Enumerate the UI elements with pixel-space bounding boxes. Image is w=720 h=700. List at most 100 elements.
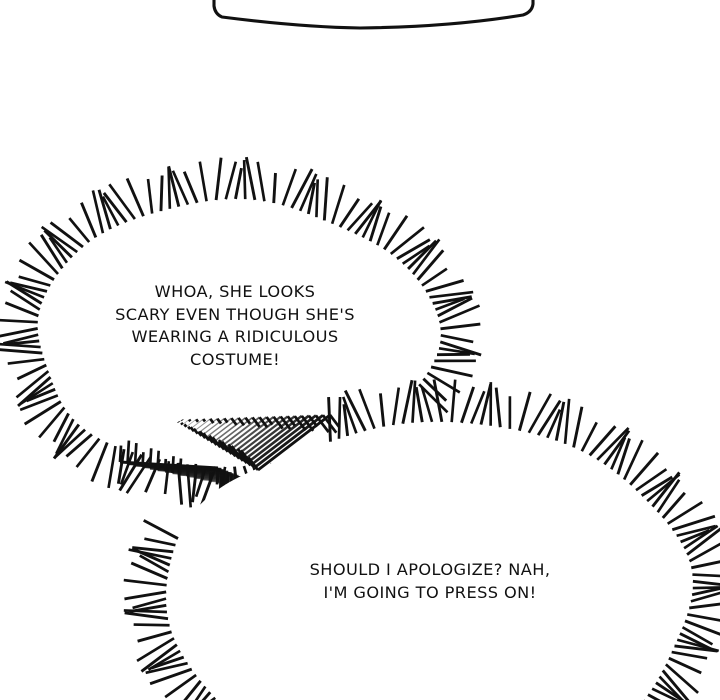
tail-zigzag xyxy=(178,419,183,423)
burst-spike xyxy=(7,357,45,365)
burst-spike xyxy=(130,561,168,580)
burst-spike xyxy=(256,161,266,202)
tail-spike xyxy=(223,417,229,424)
burst-spike xyxy=(183,679,202,700)
burst-spike xyxy=(554,401,566,441)
burst-spike xyxy=(651,471,681,508)
tail-zigzag xyxy=(179,473,246,480)
bubble-body-fill xyxy=(166,415,693,700)
burst-spike xyxy=(563,398,571,444)
burst-spike xyxy=(438,304,481,324)
burst-spike xyxy=(421,267,448,287)
burst-spike xyxy=(149,667,193,686)
burst-spike xyxy=(15,370,50,399)
burst-spike xyxy=(306,182,316,215)
partial-top-speech-bubble xyxy=(212,0,535,30)
burst-spike xyxy=(91,190,105,234)
burst-spike xyxy=(358,388,376,430)
burst-spike xyxy=(119,451,135,485)
burst-spike xyxy=(440,322,481,331)
tail-spike xyxy=(208,472,212,482)
burst-spike xyxy=(671,650,708,660)
burst-spike xyxy=(49,221,84,249)
burst-spike xyxy=(25,387,56,403)
burst-spike xyxy=(43,229,73,259)
burst-spike xyxy=(4,301,39,318)
burst-spike xyxy=(128,548,172,560)
burst-spike xyxy=(671,514,716,532)
burst-spike xyxy=(407,239,438,270)
burst-spike xyxy=(656,479,681,514)
burst-spike xyxy=(396,238,431,260)
burst-spike xyxy=(647,693,661,700)
burst-spike xyxy=(242,159,247,200)
tail-spike xyxy=(183,423,188,428)
burst-spike xyxy=(661,491,686,519)
burst-spike xyxy=(690,560,720,570)
tail-zigzag xyxy=(249,414,317,467)
burst-spike xyxy=(164,673,197,699)
burst-spike xyxy=(494,387,502,428)
burst-spike xyxy=(432,379,444,423)
tail-spike xyxy=(187,425,192,430)
burst-spike xyxy=(107,445,117,489)
burst-spike xyxy=(378,393,386,427)
burst-spike xyxy=(159,175,164,212)
burst-spike xyxy=(330,184,346,225)
burst-spike xyxy=(5,339,40,346)
burst-spike xyxy=(401,379,414,425)
burst-spike xyxy=(136,637,175,663)
tail-spike xyxy=(178,458,183,475)
burst-spike xyxy=(376,212,391,246)
tail-spike xyxy=(202,418,207,423)
burst-spike xyxy=(479,383,493,425)
tail-spike xyxy=(180,422,184,426)
burst-spike xyxy=(640,475,674,497)
burst-spike xyxy=(48,236,69,264)
burst-spike xyxy=(40,225,78,254)
burst-spike xyxy=(194,685,207,700)
tail-spike xyxy=(192,427,199,435)
tail-zigzag xyxy=(223,416,268,451)
burst-spike xyxy=(102,192,128,223)
burst-spike xyxy=(9,289,41,311)
burst-spike xyxy=(687,613,720,622)
burst-spike xyxy=(244,156,257,201)
burst-spike xyxy=(343,389,367,432)
burst-spike xyxy=(411,238,441,276)
tail-zigzag xyxy=(172,471,242,479)
tail-spike xyxy=(279,415,292,430)
tail-zigzag xyxy=(197,418,218,435)
tail-spike xyxy=(237,417,246,427)
burst-spike xyxy=(224,161,238,200)
bubble-tail xyxy=(177,413,341,472)
bubble-upper-left-text: WHOA, SHE LOOKS SCARY EVEN THOUGH SHE'S … xyxy=(115,282,355,370)
burst-spike xyxy=(338,198,361,228)
burst-spike xyxy=(147,649,181,671)
burst-spike xyxy=(123,578,167,587)
burst-spike xyxy=(655,681,685,700)
burst-spike xyxy=(425,279,464,293)
burst-spike xyxy=(137,630,172,643)
tail-zigzag xyxy=(219,416,261,448)
tail-zigzag xyxy=(245,414,310,465)
burst-spike xyxy=(389,226,425,255)
burst-spike xyxy=(346,202,374,232)
burst-spike xyxy=(182,171,199,204)
burst-spike xyxy=(17,376,52,407)
burst-spike xyxy=(688,542,720,563)
tail-spike xyxy=(193,463,198,478)
burst-spike xyxy=(572,406,584,448)
burst-spike xyxy=(272,172,277,204)
burst-spike xyxy=(414,386,424,423)
tail-spike xyxy=(216,417,223,425)
tail-spike xyxy=(189,426,195,433)
burst-spike xyxy=(661,669,690,700)
burst-spike xyxy=(3,333,39,345)
tail-spike xyxy=(186,465,190,477)
burst-spike xyxy=(145,661,188,675)
burst-spike xyxy=(342,404,350,437)
burst-spike xyxy=(146,178,154,214)
tail-spike xyxy=(133,442,138,466)
